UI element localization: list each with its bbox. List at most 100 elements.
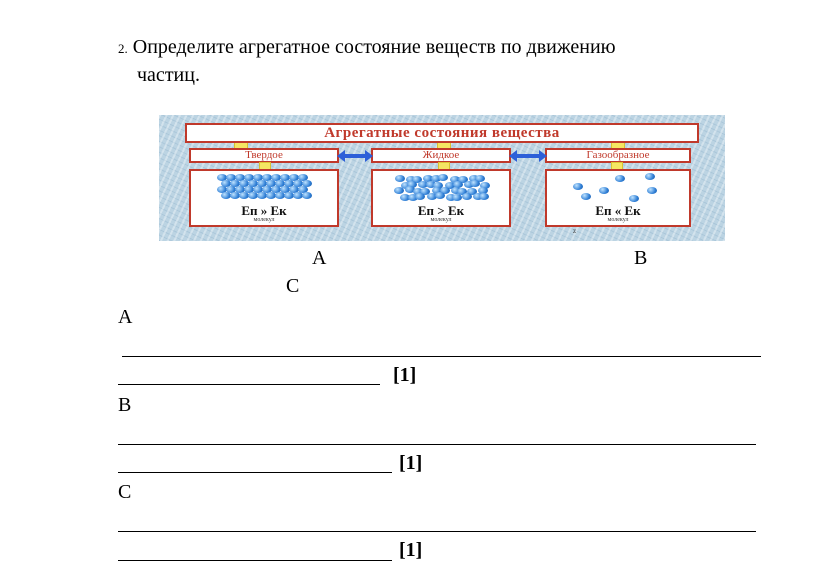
solid-particle	[289, 186, 299, 193]
caption-a: A	[312, 247, 327, 269]
solid-particle	[253, 174, 263, 181]
liquid-particle	[427, 192, 437, 200]
solid-particle	[217, 186, 227, 193]
question-line-2: частиц.	[137, 64, 200, 86]
liquid-particle	[418, 181, 428, 188]
gas-particle	[599, 187, 609, 194]
answer-line-a-1[interactable]	[122, 356, 761, 357]
caption-c: C	[286, 275, 300, 297]
panel-gas: Еп « Ек молекул	[545, 169, 691, 227]
answer-line-c-2[interactable]	[118, 560, 392, 561]
state-label-solid: Твердое	[189, 148, 339, 163]
solid-particle	[271, 174, 281, 181]
liquid-particle	[451, 187, 461, 194]
sublabel: молекул	[253, 217, 275, 223]
liquid-particle	[413, 188, 423, 195]
gas-particle	[573, 183, 583, 190]
solid-particle	[239, 192, 249, 199]
solid-particle	[275, 192, 285, 199]
liquid-particle	[440, 187, 450, 194]
solid-particle	[262, 174, 272, 181]
solid-particle	[302, 192, 312, 199]
solid-particle	[293, 180, 303, 187]
liquid-particle	[435, 192, 445, 199]
answer-line-a-2[interactable]	[118, 384, 380, 385]
caption-b: B	[634, 247, 648, 269]
liquid-particle	[467, 187, 477, 195]
score-c: [1]	[399, 539, 423, 561]
figure-title-banner: Агрегатные состояния вещества	[185, 123, 699, 143]
solid-particle	[253, 186, 263, 193]
state-label-liquid: Жидкое	[371, 148, 511, 163]
liquid-particle	[470, 180, 480, 187]
solid-particle	[217, 174, 227, 181]
liquid-particle	[480, 182, 490, 189]
liquid-particle	[452, 194, 462, 201]
solid-particle	[275, 180, 285, 187]
solid-particle	[284, 192, 294, 199]
liquid-particle	[473, 193, 483, 200]
sublabel: молекул	[430, 217, 452, 223]
liquid-particle	[426, 181, 436, 188]
figure-mark: z	[573, 227, 577, 235]
answer-line-c-1[interactable]	[118, 531, 756, 532]
solid-particle	[230, 180, 240, 187]
solid-particle	[298, 174, 308, 181]
liquid-particle	[453, 180, 463, 188]
gas-particle	[645, 173, 655, 180]
liquid-particle	[406, 175, 416, 183]
question-text: 2. Определите агрегатное состояние вещес…	[118, 34, 768, 88]
solid-particle	[248, 192, 258, 199]
solid-particle	[266, 192, 276, 199]
answer-line-b-1[interactable]	[118, 444, 756, 445]
formula-liquid: Еп > Ек	[417, 203, 465, 218]
liquid-particle	[438, 174, 448, 181]
liquid-particle	[420, 188, 430, 195]
liquid-particle	[432, 187, 442, 194]
solid-particle	[221, 180, 231, 187]
panel-solid: Еп » Ек молекул	[189, 169, 339, 227]
answer-label-a: A	[118, 306, 133, 328]
liquid-particle	[464, 180, 474, 188]
solid-particle	[271, 186, 281, 193]
liquid-particle	[458, 176, 468, 183]
liquid-particle	[475, 175, 485, 182]
figure-title: Агрегатные состояния вещества	[324, 125, 560, 141]
solid-particle	[244, 186, 254, 193]
solid-particle	[226, 174, 236, 181]
answer-line-b-2[interactable]	[118, 472, 392, 473]
solid-particle	[248, 180, 258, 187]
liquid-particle	[433, 181, 443, 189]
liquid-particle	[412, 175, 422, 183]
liquid-particle	[415, 192, 425, 200]
answer-label-b: B	[118, 394, 132, 416]
solid-particle	[226, 186, 236, 193]
solid-particle	[221, 192, 231, 199]
liquid-particle	[446, 194, 456, 201]
solid-particle	[293, 192, 303, 199]
liquid-particle	[405, 186, 415, 193]
gas-particle	[629, 195, 639, 202]
gas-particle	[647, 187, 657, 194]
gas-particle	[581, 193, 591, 200]
formula-gas: Еп « Ек	[595, 203, 641, 218]
solid-particle	[280, 186, 290, 193]
liquid-particle	[469, 175, 479, 182]
liquid-particle	[408, 193, 418, 201]
question-number: 2.	[118, 41, 128, 56]
liquid-particle	[479, 193, 489, 200]
solid-particle	[235, 174, 245, 181]
liquid-particle	[478, 186, 488, 194]
double-arrow-icon	[337, 150, 373, 162]
liquid-particle	[457, 187, 467, 195]
solid-particle	[289, 174, 299, 181]
solid-particle	[239, 180, 249, 187]
question-line-1: Определите агрегатное состояние веществ …	[132, 36, 616, 58]
liquid-particle	[395, 175, 405, 182]
score-b: [1]	[399, 452, 423, 474]
liquid-particle	[407, 181, 417, 188]
solid-particle	[266, 180, 276, 187]
liquid-particle	[450, 176, 460, 183]
liquid-particle	[423, 174, 433, 182]
double-arrow-icon	[509, 150, 547, 162]
